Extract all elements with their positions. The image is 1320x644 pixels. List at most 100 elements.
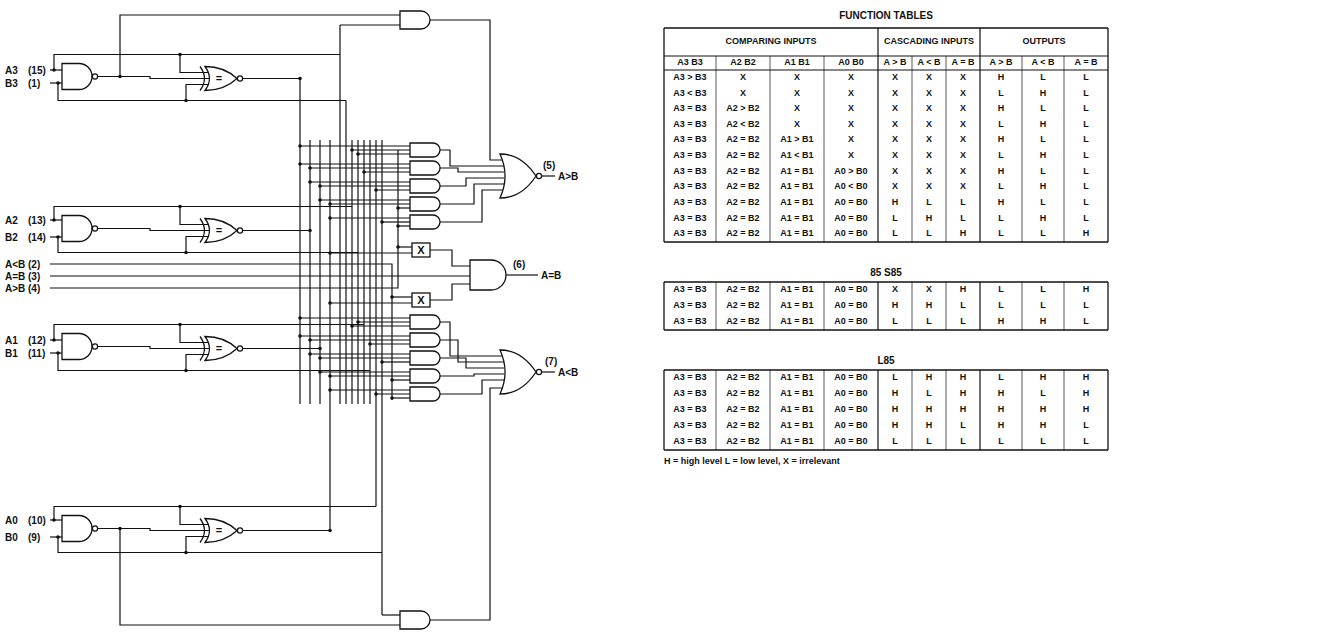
xnor-back-curve xyxy=(200,219,204,243)
junction-dot xyxy=(308,352,312,356)
table-cell: H xyxy=(926,373,933,383)
table-rule xyxy=(664,69,1108,70)
wire xyxy=(320,199,412,200)
table-cell: H xyxy=(960,405,967,415)
nor-gate xyxy=(500,350,536,394)
table-cell: X xyxy=(740,89,746,99)
table-cell: A2 = B2 xyxy=(726,285,759,295)
wire xyxy=(300,145,412,146)
table-cell: L xyxy=(960,421,966,431)
wire xyxy=(319,140,320,404)
table-cell: A3 = B3 xyxy=(673,182,706,192)
table-cell: X xyxy=(960,89,966,99)
table-cell: H xyxy=(1040,182,1047,192)
column-header: A < B xyxy=(1032,58,1055,68)
table-cell: L xyxy=(1040,104,1046,114)
junction-dot xyxy=(396,224,400,228)
table-cell: L xyxy=(998,89,1004,99)
junction-dot xyxy=(350,324,354,328)
table-cell: L xyxy=(1083,151,1089,161)
wire xyxy=(320,185,412,186)
wire xyxy=(186,370,370,371)
table-rule xyxy=(824,370,825,450)
wire xyxy=(340,24,402,25)
table-cell: L xyxy=(1040,301,1046,311)
table-cell: H xyxy=(892,421,899,431)
table-cell: H xyxy=(960,373,967,383)
table-cell: A2 = B2 xyxy=(726,229,759,239)
table-cell: L xyxy=(1083,182,1089,192)
wire xyxy=(243,78,300,79)
junction-dot xyxy=(52,218,56,222)
column-header: A = B xyxy=(952,58,975,68)
table-cell: X xyxy=(960,73,966,83)
table-cell: L xyxy=(892,317,898,327)
wire xyxy=(98,347,210,349)
junction-dot xyxy=(308,180,312,184)
table-cell: A1 = B1 xyxy=(780,182,813,192)
wire xyxy=(330,389,412,390)
wire xyxy=(98,529,210,531)
table-cell: L xyxy=(892,373,898,383)
wire xyxy=(120,529,402,626)
table-cell: L xyxy=(892,214,898,224)
table-rule xyxy=(1064,282,1065,330)
junction-dot xyxy=(368,342,372,346)
pin-name: B0 xyxy=(4,532,19,543)
wire xyxy=(440,190,504,222)
table-cell: X xyxy=(740,73,746,83)
table-cell: X xyxy=(794,73,800,83)
junction-dot xyxy=(328,202,332,206)
xnor-gate xyxy=(205,67,237,91)
table-cell: X xyxy=(960,182,966,192)
table-cell: L xyxy=(1083,104,1089,114)
table-cell: A3 = B3 xyxy=(673,120,706,130)
x-box xyxy=(412,243,430,257)
table-cell: L xyxy=(998,120,1004,130)
junction-dot xyxy=(374,392,378,396)
table-cell: H xyxy=(998,317,1005,327)
table-cell: H xyxy=(892,301,899,311)
table-cell: H xyxy=(892,198,899,208)
wire xyxy=(310,353,412,354)
table-cell: A0 = B0 xyxy=(834,373,867,383)
junction-dot xyxy=(178,323,182,327)
pin-number: (5) xyxy=(542,160,556,171)
gate-symbol: X xyxy=(417,294,424,306)
table-cell: H xyxy=(1040,214,1047,224)
table-cell: A2 = B2 xyxy=(726,135,759,145)
wire xyxy=(358,321,412,322)
table-cell: A0 = B0 xyxy=(834,437,867,447)
table-cell: A0 = B0 xyxy=(834,389,867,399)
wire xyxy=(382,361,412,362)
table-rule xyxy=(946,56,947,242)
wire xyxy=(358,153,412,154)
table-cell: H xyxy=(998,389,1005,399)
table-cell: A1 = B1 xyxy=(780,229,813,239)
pin-name: A1 xyxy=(4,335,19,346)
table-cell: A0 = B0 xyxy=(834,198,867,208)
wire xyxy=(370,343,412,344)
inversion-bubble xyxy=(237,76,242,81)
table-rule xyxy=(663,28,664,242)
and-gate xyxy=(410,215,440,229)
table-cell: A3 = B3 xyxy=(673,229,706,239)
table-rule xyxy=(912,370,913,450)
junction-dot xyxy=(178,205,182,209)
table-rule xyxy=(877,282,878,330)
table-group-header: OUTPUTS xyxy=(1022,37,1065,47)
table-cell: A3 = B3 xyxy=(673,151,706,161)
junction-dot xyxy=(396,206,400,210)
wire xyxy=(309,140,310,404)
table-rule xyxy=(979,282,980,330)
output-name: A>B xyxy=(557,171,579,182)
and-gate xyxy=(62,216,92,242)
table-rule xyxy=(877,370,878,450)
gate-symbol: = xyxy=(216,524,222,536)
table-cell: A3 = B3 xyxy=(673,421,706,431)
junction-dot xyxy=(184,369,188,373)
junction-dot xyxy=(318,184,322,188)
table-rule xyxy=(946,370,947,450)
junction-dot xyxy=(390,378,394,382)
